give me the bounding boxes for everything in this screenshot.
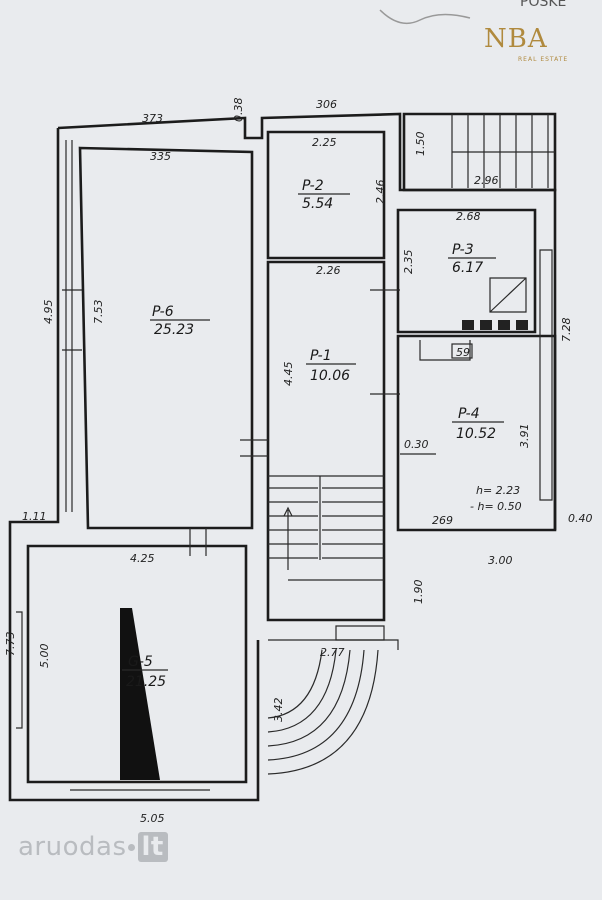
- room-code-g5: G-5: [128, 654, 153, 670]
- watermark-dot-icon: [127, 844, 135, 851]
- dim-left-edge: 7.73: [4, 632, 17, 657]
- dim-h2: - h= 0.50: [470, 500, 522, 513]
- dim-right-wall: 7.28: [560, 318, 573, 343]
- dim-top-mid: 306: [316, 98, 337, 111]
- dim-p3-height: 2.35: [402, 250, 415, 275]
- room-area-p4: 10.52: [456, 426, 496, 442]
- dim-stair-height: 1.50: [414, 132, 427, 157]
- dim-p4-width: 269: [432, 514, 453, 527]
- dim-p4-depth: 0.30: [404, 438, 429, 451]
- logo-mark: NBA: [484, 24, 548, 54]
- dim-p6-height-inner: 7.53: [92, 300, 105, 325]
- dim-meter: 59: [456, 346, 470, 359]
- dim-stair-width: 2.96: [474, 174, 499, 187]
- dim-p2-width: 2.25: [312, 136, 337, 149]
- dim-h1: h= 2.23: [476, 484, 520, 497]
- room-code-p4: P-4: [458, 406, 480, 422]
- room-area-g5: 21.25: [126, 674, 166, 690]
- dim-bottom-right: 3.00: [488, 554, 513, 567]
- dim-p2-height: 2.46: [374, 180, 387, 205]
- nba-logo: NBA REAL ESTATE: [484, 20, 584, 68]
- dim-left-offset: 1.11: [22, 510, 47, 523]
- room-code-p3: P-3: [452, 242, 474, 258]
- dim-porch-width: 2.77: [320, 646, 345, 659]
- room-code-p1: P-1: [310, 348, 332, 364]
- ramp-shading: [120, 608, 160, 780]
- dim-p1-height: 4.45: [282, 362, 295, 387]
- porch-arcs: [267, 625, 399, 775]
- room-code-p2: P-2: [302, 178, 324, 194]
- logo-sub: REAL ESTATE: [518, 56, 569, 63]
- watermark-left: aruodas: [18, 832, 127, 862]
- dim-gap: 0.38: [232, 98, 245, 123]
- room-area-p1: 10.06: [310, 368, 350, 384]
- room-area-p6: 25.23: [154, 322, 194, 338]
- dim-p6-height-outer: 4.95: [42, 300, 55, 325]
- room-area-p3: 6.17: [452, 260, 483, 276]
- main-stairs: [268, 475, 384, 581]
- dim-p4-height: 3.91: [518, 424, 531, 449]
- room-code-p6: P-6: [152, 304, 174, 320]
- dim-p3-width: 2.68: [456, 210, 481, 223]
- dim-g5-width-outer: 5.05: [140, 812, 165, 825]
- room-area-p2: 5.54: [302, 196, 333, 212]
- dim-porch-height: 1.90: [412, 580, 425, 605]
- dim-p6-width: 335: [150, 150, 171, 163]
- dim-right-offset: 0.40: [568, 512, 593, 525]
- watermark-right: lt: [137, 832, 168, 862]
- dimension-labels: 373 0.38 306 335 4.95 7.53 2.25 2.46 1.5…: [4, 98, 593, 826]
- dim-g5-height: 5.00: [38, 644, 51, 669]
- dim-g5-width-inner: 4.25: [130, 552, 155, 565]
- aruodas-watermark: aruodas lt: [18, 832, 168, 862]
- dim-arc-width: 3.42: [272, 698, 285, 723]
- corner-text: POSKE: [520, 0, 567, 10]
- scribble-mark: [379, 9, 471, 25]
- walls: [8, 112, 557, 802]
- room-labels: P-6 25.23 P-2 5.54 P-3 6.17 P-1 10.06 P-…: [122, 178, 504, 690]
- dim-top-left: 373: [142, 112, 163, 125]
- stove-burners: [462, 320, 528, 330]
- dim-p1-width: 2.26: [316, 264, 341, 277]
